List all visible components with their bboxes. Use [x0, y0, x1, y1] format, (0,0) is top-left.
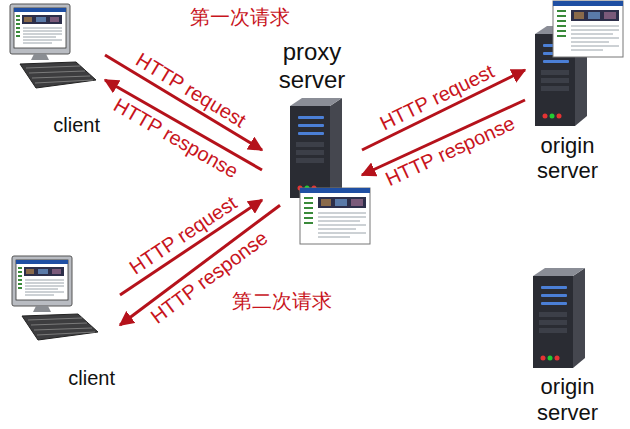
web-page-icon: [553, 1, 623, 57]
request-caption: 第一次请求: [190, 6, 290, 28]
origin-server-tower: [533, 268, 585, 368]
client-computer: [12, 256, 98, 340]
client-node: client: [5, 5, 105, 137]
node-label: origin server: [537, 133, 598, 184]
proxy-server-tower: [290, 98, 342, 198]
node-label: client: [68, 367, 115, 390]
node-label: origin server: [537, 374, 598, 425]
origin-server-node: origin server: [525, 25, 610, 184]
node-label: proxy server: [279, 38, 346, 93]
node-label: client: [53, 114, 100, 137]
client-computer: [10, 4, 96, 88]
proxy-server-node: proxy server: [262, 38, 362, 205]
origin-server-node: origin server: [525, 265, 610, 425]
request-caption: 第二次请求: [232, 290, 332, 312]
client-node: client: [5, 250, 120, 390]
cached-page-icon: [300, 188, 370, 244]
